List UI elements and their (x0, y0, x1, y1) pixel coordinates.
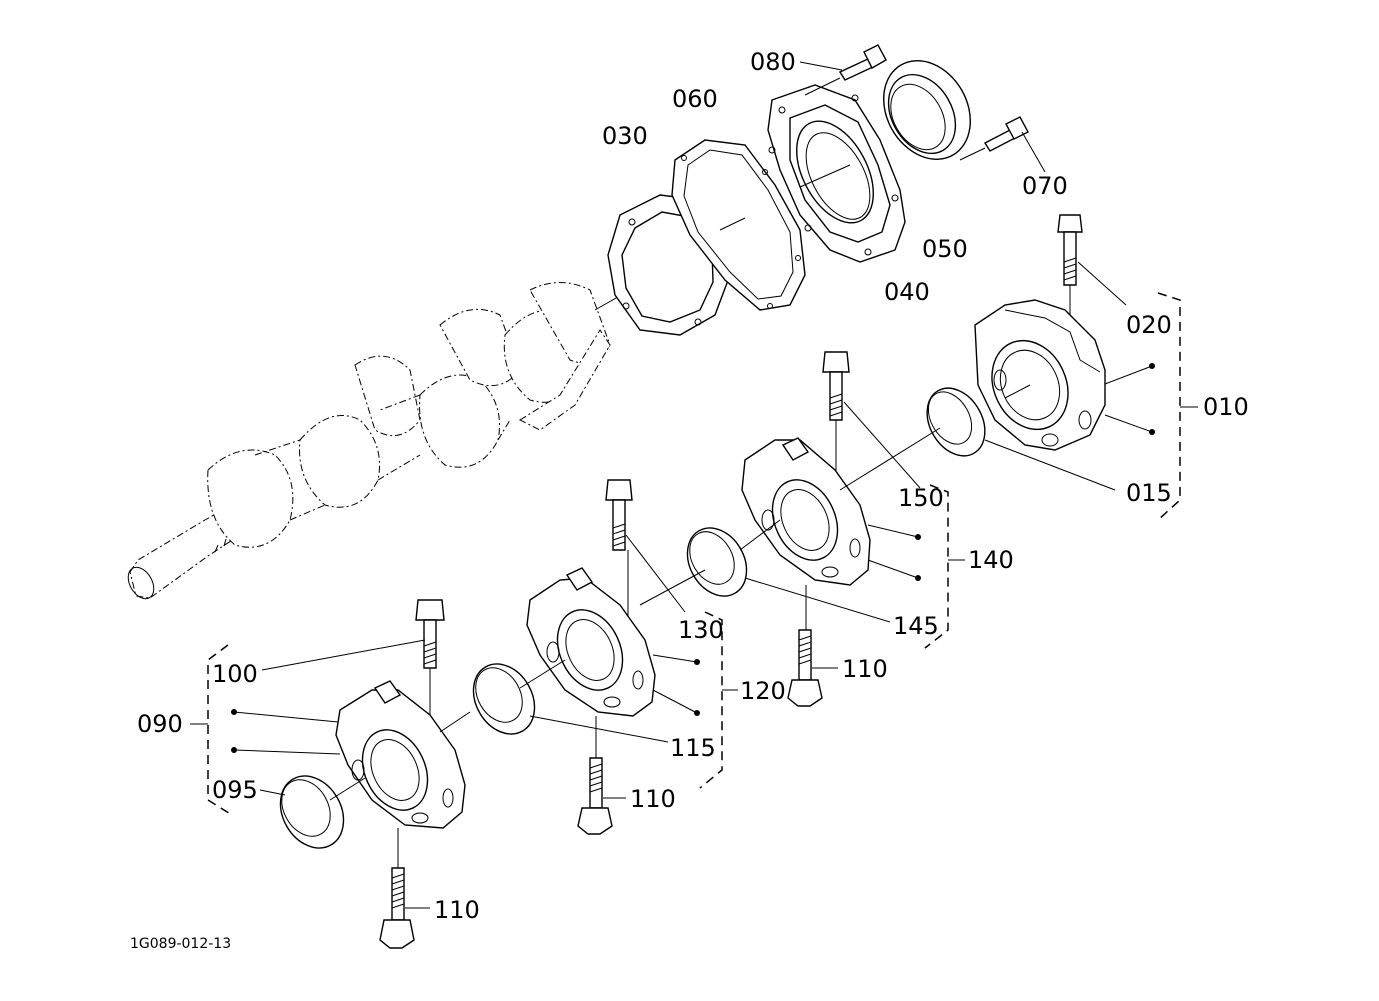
seal-050 (882, 60, 972, 160)
bearing-case-010 (974, 299, 1106, 451)
bearing-015 (926, 387, 986, 457)
bearing-115 (472, 663, 536, 735)
callout-145: 145 (893, 612, 939, 640)
callout-115: 115 (670, 734, 716, 762)
bolt-150 (822, 351, 850, 421)
callout-140: 140 (968, 546, 1014, 574)
bearing-case-140 (741, 437, 871, 586)
bearing-145 (686, 527, 748, 597)
housing-040 (767, 84, 906, 263)
callout-120: 120 (740, 677, 786, 705)
bolt-110-b (577, 757, 613, 835)
callout-020: 020 (1126, 311, 1172, 339)
bolt-100 (415, 599, 445, 669)
crankshaft-part (127, 282, 611, 600)
bolt-110-c (379, 867, 415, 949)
bolt-110-a (787, 629, 823, 707)
callout-040: 040 (884, 278, 930, 306)
callout-080: 080 (750, 48, 796, 76)
callout-110-c: 110 (434, 896, 480, 924)
callout-070: 070 (1022, 172, 1068, 200)
bearing-095 (279, 775, 345, 849)
bolt-080 (838, 44, 887, 81)
callout-050: 050 (922, 235, 968, 263)
callout-030: 030 (602, 122, 648, 150)
callout-150: 150 (898, 484, 944, 512)
bolt-020 (1057, 214, 1083, 286)
gasket-060 (671, 139, 806, 311)
callout-095: 095 (212, 776, 258, 804)
callout-130: 130 (678, 616, 724, 644)
drawing-code: 1G089-012-13 (130, 936, 231, 952)
bolt-130 (605, 479, 633, 551)
bearing-case-120 (526, 567, 656, 717)
callout-060: 060 (672, 85, 718, 113)
bearing-case-090 (335, 680, 466, 829)
callout-110-a: 110 (842, 655, 888, 683)
bolt-070 (984, 116, 1029, 152)
callout-100: 100 (212, 660, 258, 688)
callout-090: 090 (137, 710, 183, 738)
callout-015: 015 (1126, 479, 1172, 507)
callout-110-b: 110 (630, 785, 676, 813)
callout-010: 010 (1203, 393, 1249, 421)
